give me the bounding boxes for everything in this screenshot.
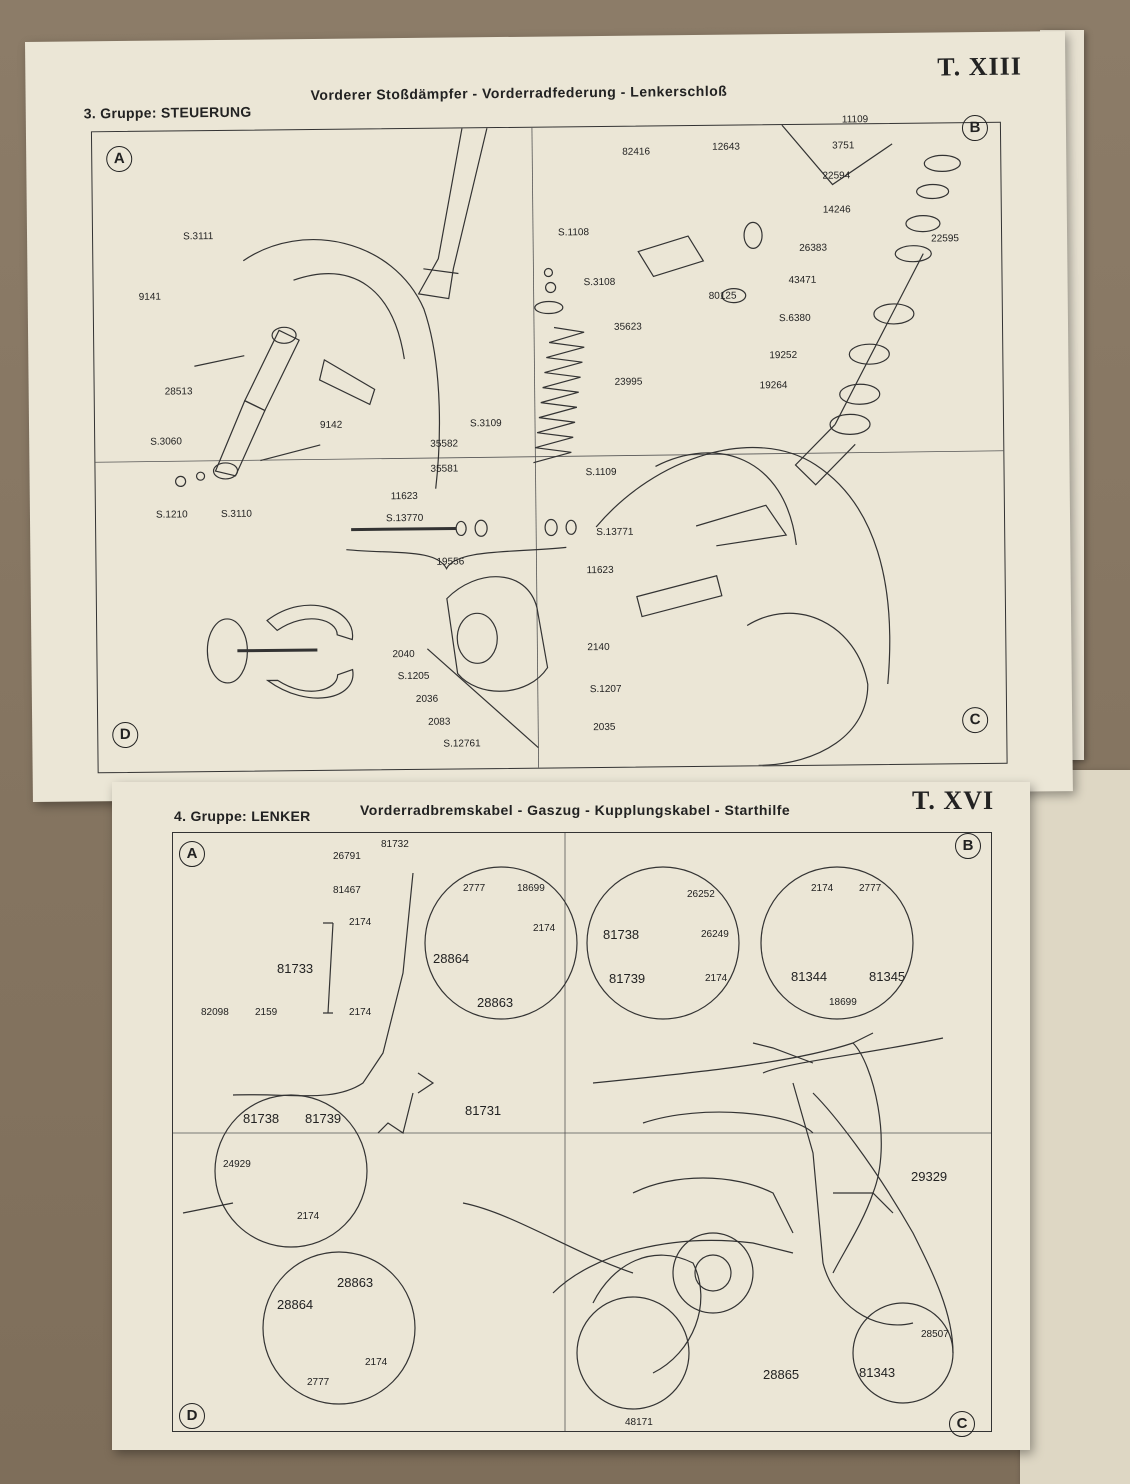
diagram-frame: A B C D S.3111 9141 28513 9142 S.3060 S.… — [90, 114, 1008, 774]
part-label: 81733 — [277, 961, 314, 976]
part-label: 2174 — [297, 1211, 320, 1222]
part-label: 2174 — [811, 883, 834, 894]
corner-marker-a: A — [106, 145, 133, 173]
part-label: 2777 — [463, 883, 486, 894]
exploded-diagram — [95, 124, 1004, 768]
part-label: 28507 — [921, 1329, 949, 1340]
corner-marker-b: B — [961, 114, 989, 142]
part-label: 22595 — [931, 233, 959, 245]
part-label: 81739 — [305, 1111, 342, 1126]
part-label: S.3110 — [220, 508, 252, 520]
part-label: 35582 — [430, 438, 459, 450]
part-label: 2777 — [859, 883, 882, 894]
part-label: 2036 — [415, 693, 439, 705]
part-label: 2140 — [587, 641, 610, 654]
part-label: 28863 — [337, 1275, 374, 1290]
part-label: S.12761 — [443, 738, 481, 750]
part-label: 2035 — [593, 721, 616, 734]
part-label: 81731 — [465, 1103, 502, 1118]
part-label: 26383 — [799, 242, 828, 254]
part-label: S.3109 — [469, 418, 502, 430]
table-number: T. XIII — [937, 51, 1023, 82]
part-label: S.3060 — [150, 436, 182, 448]
diagram-frame: A B C D 81732 26791 81467 2174 81733 217… — [172, 832, 992, 1437]
part-label: 2174 — [349, 1007, 372, 1018]
page-group-title: 3. Gruppe: STEUERUNG — [83, 103, 252, 122]
part-label: 23995 — [614, 376, 643, 388]
part-label: 26791 — [333, 851, 361, 862]
part-label: S.6380 — [778, 312, 811, 325]
page-subtitle: Vorderer Stoßdämpfer - Vorderradfederung… — [310, 82, 728, 104]
corner-marker-d: D — [112, 721, 139, 749]
cable-diagram — [173, 833, 991, 1431]
part-label: 11623 — [586, 564, 614, 577]
part-label: 19556 — [436, 556, 465, 568]
part-label: 82416 — [622, 146, 651, 158]
back-sheet-bottom — [1020, 770, 1130, 1484]
part-label: 81343 — [859, 1365, 896, 1380]
part-label: 3751 — [832, 140, 855, 152]
part-label: 11623 — [390, 490, 418, 503]
part-label: 19264 — [759, 380, 788, 392]
corner-marker-a: A — [179, 841, 205, 867]
part-label: 9142 — [319, 419, 343, 431]
part-label: 22594 — [822, 170, 851, 182]
part-label: 28864 — [433, 951, 470, 966]
part-label: 81344 — [791, 969, 828, 984]
part-label: 35581 — [430, 463, 459, 475]
part-label: S.1205 — [397, 670, 430, 683]
part-label: 11109 — [841, 114, 869, 126]
part-label: 2174 — [365, 1357, 388, 1368]
part-label: 28513 — [164, 386, 193, 398]
part-label: 26249 — [701, 929, 729, 940]
part-label: 18699 — [829, 997, 857, 1008]
part-label: S.3111 — [182, 231, 214, 243]
part-label: 35623 — [613, 321, 642, 333]
part-label: 81738 — [243, 1111, 280, 1126]
part-label: 24929 — [223, 1159, 251, 1170]
page-subtitle: Vorderradbremskabel - Gaszug - Kupplungs… — [360, 802, 791, 818]
part-label: 2174 — [533, 923, 556, 934]
part-label: S.13771 — [596, 526, 634, 539]
part-label: 2777 — [307, 1377, 330, 1388]
part-label: 81467 — [333, 885, 361, 896]
corner-marker-d: D — [179, 1403, 205, 1429]
part-label: 2159 — [255, 1007, 278, 1018]
catalog-page-lenker: 4. Gruppe: LENKER Vorderradbremskabel - … — [112, 782, 1030, 1450]
part-label: 82098 — [201, 1007, 229, 1018]
part-label: 81738 — [603, 927, 640, 942]
part-label: 18699 — [517, 883, 545, 894]
part-label: 81739 — [609, 971, 646, 986]
part-label: 9141 — [138, 291, 161, 303]
corner-marker-c: C — [949, 1411, 975, 1437]
part-label: 2083 — [428, 716, 451, 728]
part-label: 28863 — [477, 995, 514, 1010]
table-number: T. XVI — [912, 786, 995, 815]
part-label: S.1210 — [155, 509, 188, 521]
part-label: 28864 — [277, 1297, 314, 1312]
catalog-page-steuerung: 3. Gruppe: STEUERUNG Vorderer Stoßdämpfe… — [25, 31, 1073, 802]
part-label: 19252 — [769, 349, 798, 362]
part-label: 12643 — [712, 141, 741, 153]
corner-marker-c: C — [962, 706, 989, 734]
part-label: 2174 — [349, 917, 372, 928]
part-label: S.1109 — [585, 466, 617, 479]
part-label: 81732 — [381, 839, 409, 850]
part-label: 2174 — [705, 973, 728, 984]
part-label: 2040 — [392, 648, 415, 661]
part-label: 43471 — [788, 274, 817, 287]
part-label: 28865 — [763, 1367, 800, 1382]
part-label: S.1207 — [589, 683, 622, 696]
corner-marker-b: B — [955, 833, 981, 859]
part-label: 48171 — [625, 1417, 653, 1428]
page-group-title: 4. Gruppe: LENKER — [174, 808, 311, 824]
part-label: S.3108 — [583, 276, 616, 289]
part-label: 81345 — [869, 969, 906, 984]
part-label: S.13770 — [385, 512, 424, 525]
part-label: 29329 — [911, 1169, 948, 1184]
part-label: 14246 — [822, 204, 851, 216]
part-label: 80125 — [708, 290, 737, 302]
part-label: 26252 — [687, 889, 715, 900]
part-label: S.1108 — [557, 227, 590, 239]
